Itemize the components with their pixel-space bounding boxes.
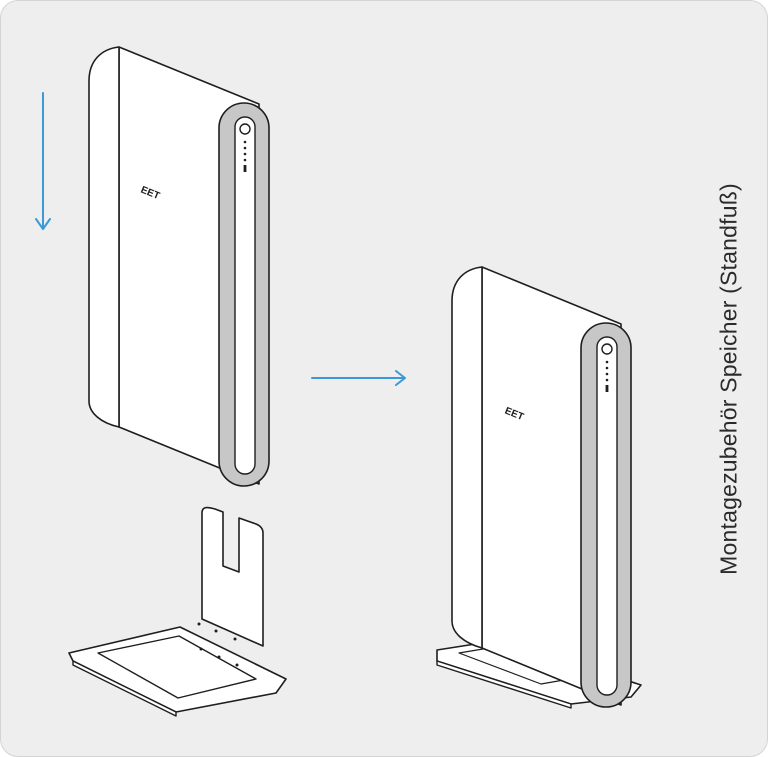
arrow-right-icon [311, 370, 406, 386]
stand-part [68, 506, 287, 717]
battery-unit-left: EET [88, 46, 270, 487]
side-title: Montagezubehör Speicher (Standfuß) [715, 183, 742, 575]
arrow-down-icon [35, 92, 51, 230]
battery-unit-right: EET [451, 266, 632, 708]
